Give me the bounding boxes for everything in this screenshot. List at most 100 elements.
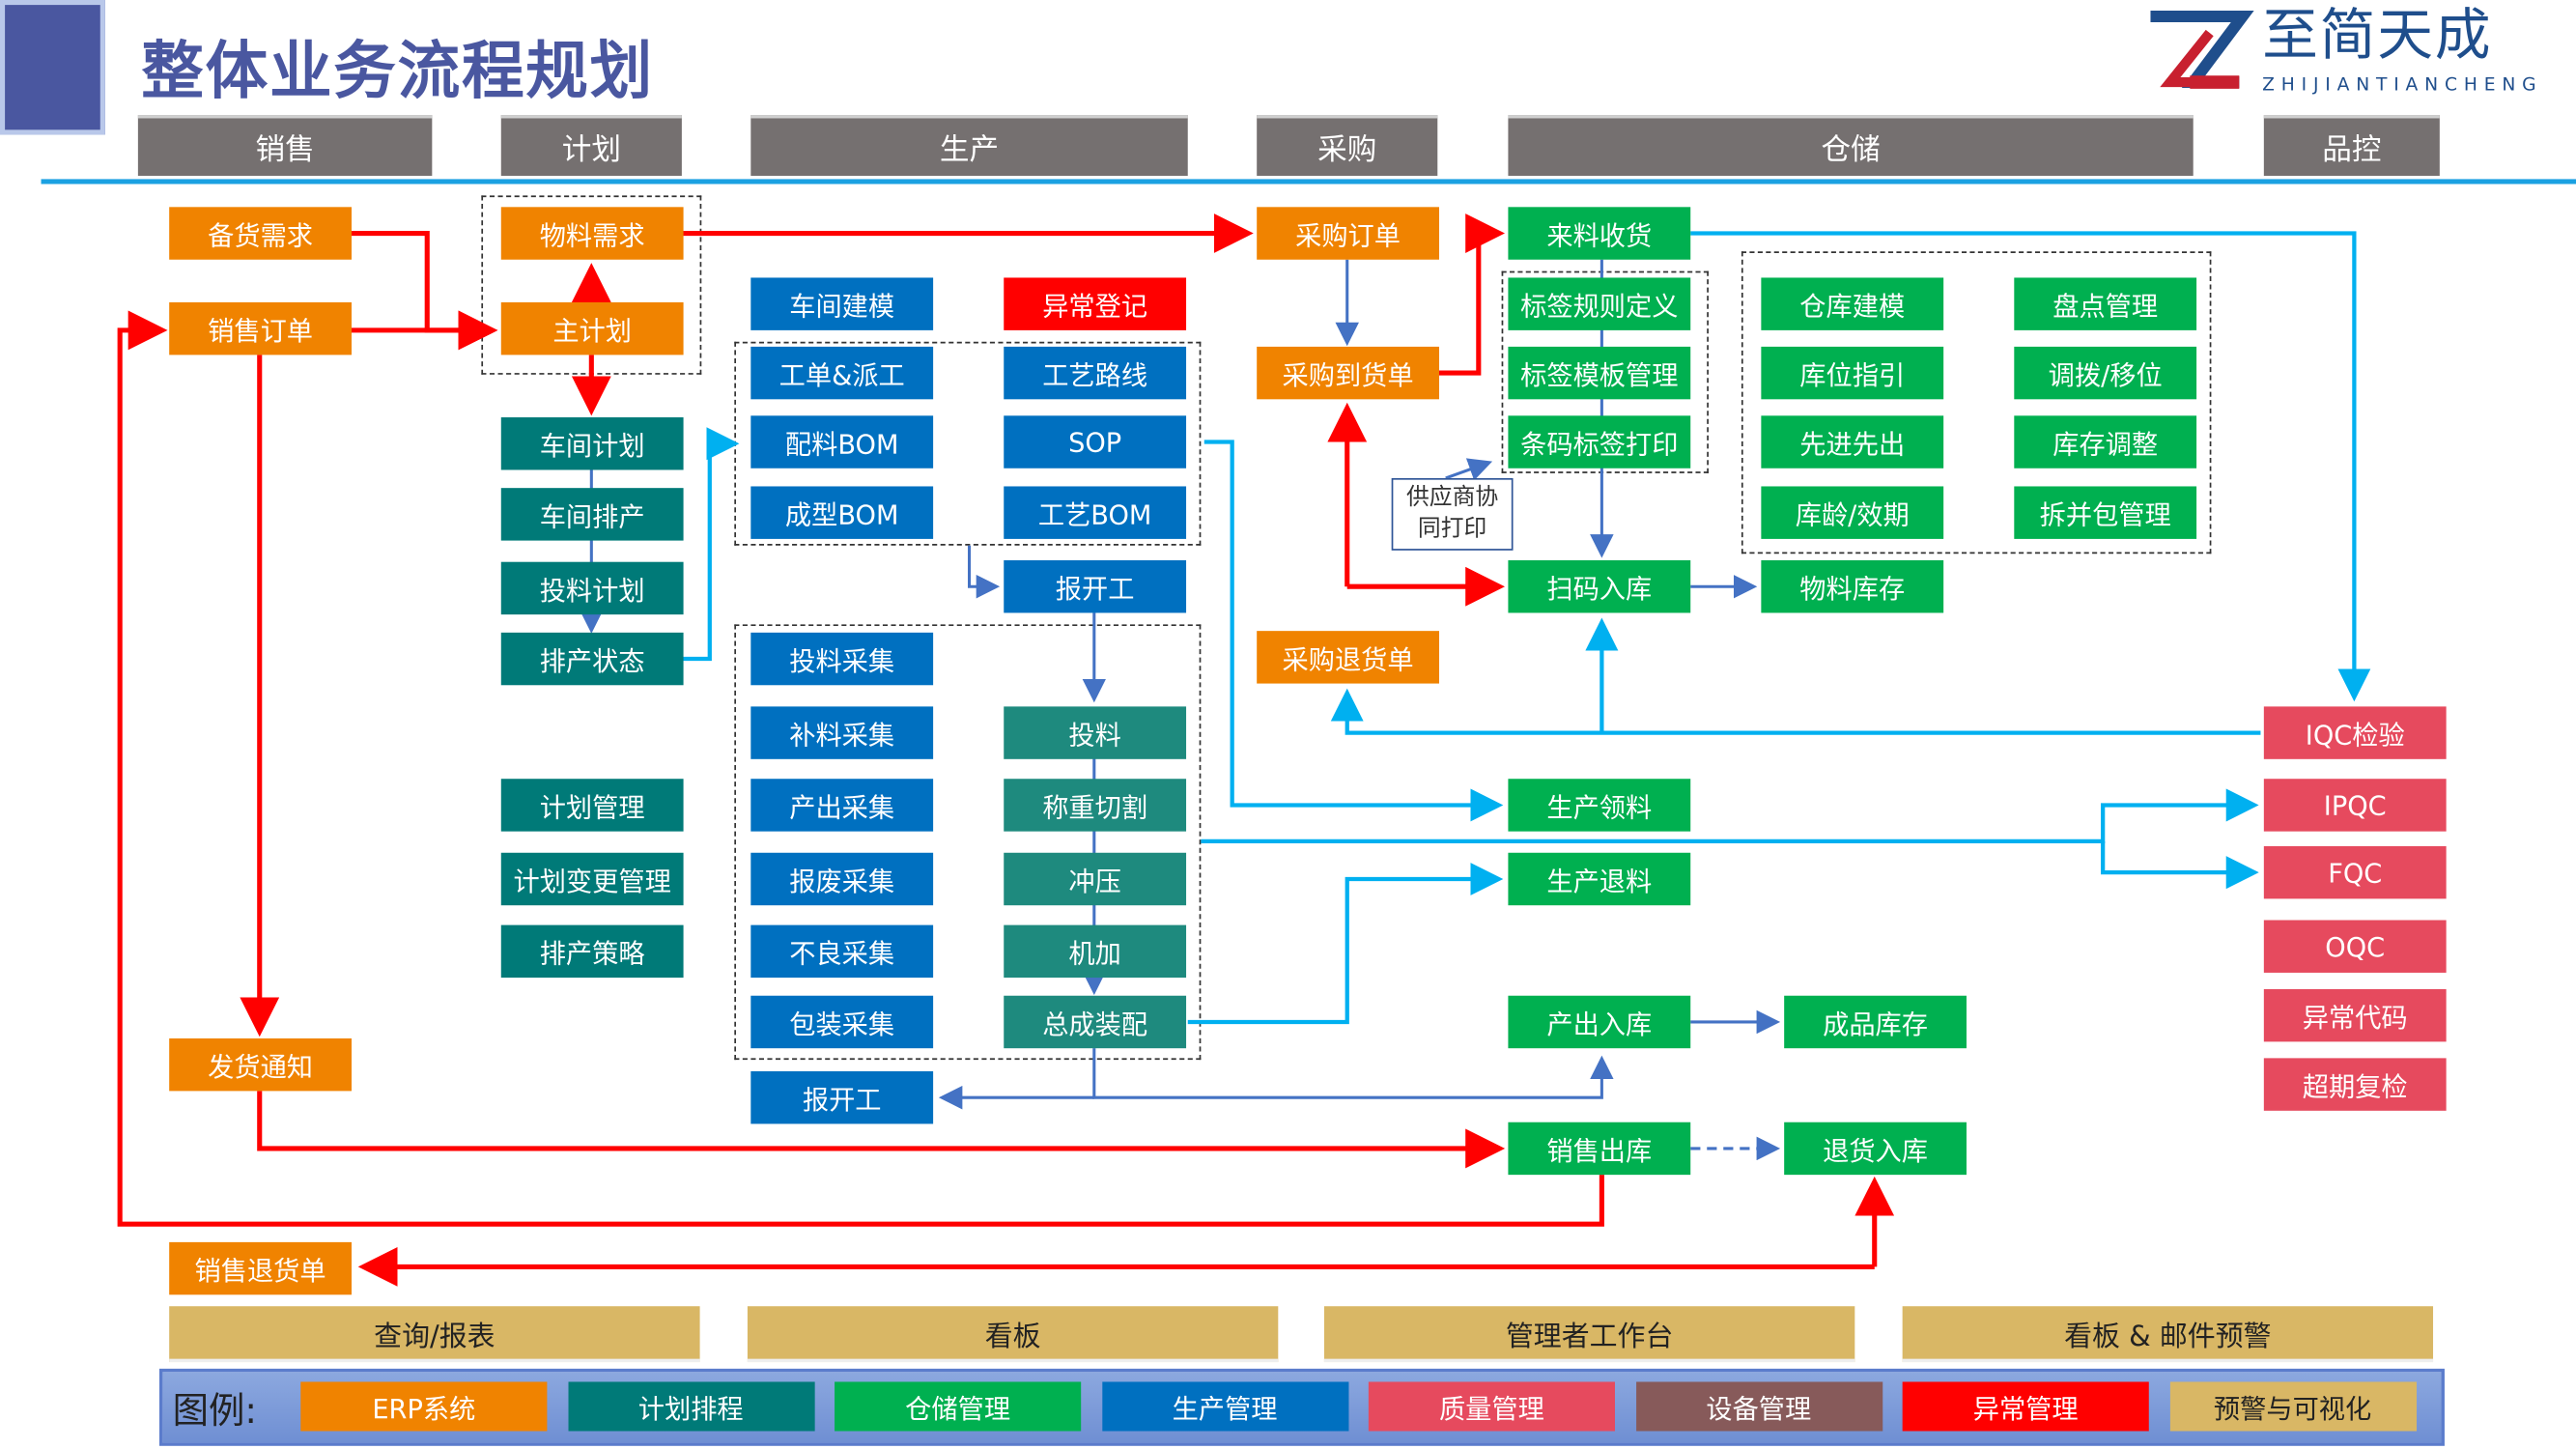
callout-line: 供应商协 bbox=[1405, 484, 1499, 511]
node-cgdd[interactable]: 采购订单 bbox=[1257, 207, 1439, 260]
node-plbom[interactable]: 配料BOM bbox=[750, 415, 934, 469]
node-gylx[interactable]: 工艺路线 bbox=[1004, 346, 1187, 400]
legend-item: 预警与可视化 bbox=[2169, 1381, 2417, 1432]
bottom-module[interactable]: 管理者工作台 bbox=[1323, 1306, 1855, 1363]
node-cgdh[interactable]: 采购到货单 bbox=[1257, 346, 1439, 400]
node-smrk[interactable]: 扫码入库 bbox=[1508, 560, 1691, 613]
legend-label: 图例: bbox=[172, 1391, 258, 1434]
node-bkg2[interactable]: 报开工 bbox=[750, 1070, 934, 1124]
lane-header: 品控 bbox=[2263, 115, 2440, 176]
node-iqc[interactable]: IQC检验 bbox=[2263, 706, 2447, 759]
node-kwzy[interactable]: 库位指引 bbox=[1761, 346, 1944, 400]
flow-sop-to-pick bbox=[1203, 440, 1504, 822]
flow-status-to-bom bbox=[681, 427, 740, 662]
node-cbbgl[interactable]: 拆并包管理 bbox=[2014, 486, 2197, 539]
z-logo-icon bbox=[2150, 11, 2254, 89]
lane-header: 销售 bbox=[137, 115, 433, 176]
node-gdpg[interactable]: 工单&派工 bbox=[750, 346, 934, 400]
node-wlkc[interactable]: 物料库存 bbox=[1761, 560, 1944, 613]
flow-to-fqc bbox=[2101, 840, 2259, 890]
node-zjh[interactable]: 主计划 bbox=[500, 301, 684, 355]
legend-item: 设备管理 bbox=[1635, 1381, 1882, 1432]
flow-to-ipqc bbox=[1201, 788, 2259, 843]
node-fqc[interactable]: FQC bbox=[2263, 845, 2447, 899]
legend-item: ERP系统 bbox=[300, 1381, 548, 1432]
bottom-module[interactable]: 查询/报表 bbox=[169, 1306, 700, 1363]
legend-item: 生产管理 bbox=[1101, 1381, 1348, 1432]
node-pczt[interactable]: 排产状态 bbox=[500, 632, 684, 686]
node-blpcj[interactable]: 不良采集 bbox=[750, 924, 934, 979]
callout-pointer bbox=[1445, 458, 1493, 481]
flow-assembly-to-return bbox=[1187, 862, 1504, 1025]
node-blcj[interactable]: 补料采集 bbox=[750, 706, 934, 759]
node-pccl[interactable]: 排产策略 bbox=[500, 924, 684, 979]
node-cxbom[interactable]: 成型BOM bbox=[750, 486, 934, 539]
node-ipqc[interactable]: IPQC bbox=[2263, 779, 2447, 832]
node-cccj[interactable]: 产出采集 bbox=[750, 779, 934, 832]
flow-stock-to-master bbox=[350, 230, 498, 351]
node-thrk[interactable]: 退货入库 bbox=[1784, 1122, 1967, 1176]
node-klxq[interactable]: 库龄/效期 bbox=[1761, 486, 1944, 539]
flow-ship-to-out bbox=[257, 1091, 1506, 1169]
warehouse-group-frame bbox=[1741, 251, 2212, 554]
bottom-module[interactable]: 看板 bbox=[747, 1306, 1279, 1363]
node-xsdd[interactable]: 销售订单 bbox=[169, 301, 352, 355]
node-cpkc[interactable]: 成品库存 bbox=[1784, 995, 1967, 1049]
node-sop[interactable]: SOP bbox=[1004, 415, 1187, 469]
node-bkg1[interactable]: 报开工 bbox=[1004, 560, 1187, 613]
node-ycdj[interactable]: 异常登记 bbox=[1004, 277, 1187, 330]
node-gybom[interactable]: 工艺BOM bbox=[1004, 486, 1187, 539]
legend-item: 仓储管理 bbox=[835, 1381, 1082, 1432]
node-xjxc[interactable]: 先进先出 bbox=[1761, 415, 1944, 469]
lane-header: 计划 bbox=[500, 115, 682, 176]
flow-arrival-to-receive bbox=[1437, 213, 1506, 376]
lane-header: 生产 bbox=[750, 115, 1188, 176]
company-logo: 至简天成 ZHIJIANTIANCHENG bbox=[2144, 0, 2555, 108]
node-jhbg[interactable]: 计划变更管理 bbox=[500, 852, 684, 906]
node-ckjm[interactable]: 仓库建模 bbox=[1761, 277, 1944, 330]
flow-to-output-in bbox=[1092, 1048, 1614, 1099]
node-llsh[interactable]: 来料收货 bbox=[1508, 207, 1691, 260]
node-bzcj[interactable]: 包装采集 bbox=[750, 995, 934, 1049]
legend: 图例: ERP系统计划排程仓储管理生产管理质量管理设备管理异常管理预警与可视化 bbox=[158, 1368, 2445, 1446]
node-tlcj[interactable]: 投料采集 bbox=[750, 632, 934, 686]
node-jhgl[interactable]: 计划管理 bbox=[500, 779, 684, 832]
logo-subtext: ZHIJIANTIANCHENG bbox=[2262, 73, 2543, 96]
node-czqg[interactable]: 称重切割 bbox=[1004, 779, 1187, 832]
node-fhtz[interactable]: 发货通知 bbox=[169, 1037, 352, 1092]
node-tljh[interactable]: 投料计划 bbox=[500, 561, 684, 615]
node-cgth[interactable]: 采购退货单 bbox=[1257, 631, 1439, 684]
node-ycdm[interactable]: 异常代码 bbox=[2263, 988, 2447, 1042]
node-jj[interactable]: 机加 bbox=[1004, 924, 1187, 979]
node-kctz[interactable]: 库存调整 bbox=[2014, 415, 2197, 469]
node-cjpc[interactable]: 车间排产 bbox=[500, 488, 684, 541]
lane-header: 采购 bbox=[1257, 115, 1438, 176]
node-dbyw[interactable]: 调拨/移位 bbox=[2014, 346, 2197, 400]
node-beihuo[interactable]: 备货需求 bbox=[169, 207, 352, 260]
node-xsck[interactable]: 销售出库 bbox=[1508, 1122, 1691, 1176]
node-xsth[interactable]: 销售退货单 bbox=[169, 1241, 352, 1295]
node-oqc[interactable]: OQC bbox=[2263, 920, 2447, 973]
bottom-module[interactable]: 看板 & 邮件预警 bbox=[1902, 1306, 2434, 1363]
node-pdgl[interactable]: 盘点管理 bbox=[2014, 277, 2197, 330]
node-sctl[interactable]: 生产退料 bbox=[1508, 852, 1691, 906]
node-scll[interactable]: 生产领料 bbox=[1508, 779, 1691, 832]
node-cjjm[interactable]: 车间建模 bbox=[750, 277, 934, 330]
node-bqgz[interactable]: 标签规则定义 bbox=[1508, 277, 1691, 330]
legend-item: 计划排程 bbox=[567, 1381, 814, 1432]
node-ccrk[interactable]: 产出入库 bbox=[1508, 995, 1691, 1049]
flow-iqc-to-return bbox=[1330, 688, 2261, 735]
node-cjjh[interactable]: 车间计划 bbox=[500, 417, 684, 470]
node-cqfj[interactable]: 超期复检 bbox=[2263, 1058, 2447, 1111]
node-bfcj[interactable]: 报废采集 bbox=[750, 852, 934, 906]
node-cy[interactable]: 冲压 bbox=[1004, 852, 1187, 906]
node-bqmb[interactable]: 标签模板管理 bbox=[1508, 346, 1691, 400]
supplier-print-callout: 供应商协 同打印 bbox=[1391, 477, 1514, 551]
label-group-frame bbox=[1501, 270, 1709, 473]
flow-receive-to-iqc bbox=[1690, 231, 2371, 702]
node-wlxq[interactable]: 物料需求 bbox=[500, 207, 684, 260]
node-zczp[interactable]: 总成装配 bbox=[1004, 995, 1187, 1049]
node-tl[interactable]: 投料 bbox=[1004, 706, 1187, 759]
node-tmdy[interactable]: 条码标签打印 bbox=[1508, 415, 1691, 469]
